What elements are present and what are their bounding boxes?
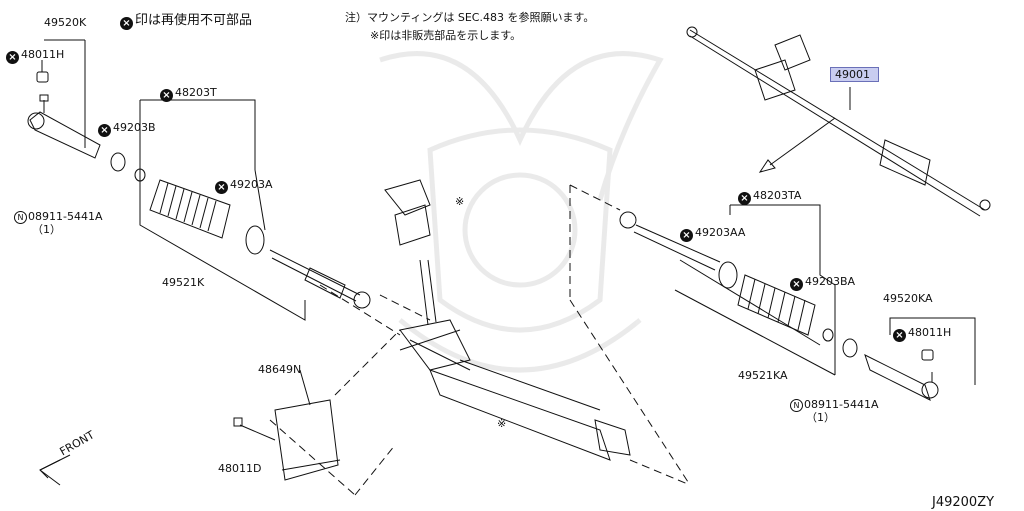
part-label-48011D[interactable]: 48011D	[218, 462, 262, 475]
note-line-1: 注）マウンティングは SEC.483 を参照願います。	[345, 11, 595, 24]
n-mark-icon: N	[790, 399, 803, 412]
n-mark-icon: N	[14, 211, 27, 224]
tie-rod-end-left	[27, 39, 146, 182]
non-reusable-icon: ×	[98, 124, 111, 137]
part-label-48203TA[interactable]: ×48203TA	[738, 190, 801, 205]
front-arrow-icon	[39, 454, 71, 486]
part-label-48011H-left[interactable]: ×48011H	[6, 49, 64, 64]
part-label-48011H-right[interactable]: ×48011H	[893, 327, 951, 342]
non-reusable-icon: ×	[738, 192, 751, 205]
part-label-49203BA[interactable]: ×49203BA	[790, 276, 855, 291]
rack-assembly-topright	[686, 26, 991, 217]
note-line-2: ※印は非販売部品を示します。	[370, 29, 522, 42]
non-reusable-icon: ×	[160, 89, 173, 102]
mount-bracket	[233, 369, 341, 481]
part-label-49203AA[interactable]: ×49203AA	[680, 227, 745, 242]
part-label-49001[interactable]: 49001	[830, 67, 879, 82]
part-label-48649N[interactable]: 48649N	[258, 363, 302, 376]
part-label-49520KA[interactable]: 49520KA	[883, 292, 933, 305]
non-reusable-icon: ×	[6, 51, 19, 64]
non-reusable-icon: ×	[893, 329, 906, 342]
part-label-49521KA[interactable]: 49521KA	[738, 369, 788, 382]
steering-rack-center	[384, 179, 631, 461]
non-reusable-icon: ×	[680, 229, 693, 242]
legend: ×印は再使用不可部品	[120, 13, 252, 30]
right-components	[619, 211, 976, 401]
non-reusable-icon: ×	[120, 17, 133, 30]
boot-left	[149, 179, 265, 255]
left-bracket-box	[139, 99, 306, 321]
part-label-49521K[interactable]: 49521K	[162, 276, 205, 289]
legend-text: 印は再使用不可部品	[135, 13, 253, 28]
non-reusable-icon: ×	[790, 278, 803, 291]
dashed-leaders	[269, 184, 691, 496]
part-label-49203B[interactable]: ×49203B	[98, 122, 156, 137]
non-sale-mark: ※	[455, 195, 465, 208]
diagram-code: J49200ZY	[932, 495, 995, 510]
non-sale-mark: ※	[497, 417, 507, 430]
inner-tie-rod-left	[269, 249, 371, 309]
part-label-49203A[interactable]: ×49203A	[215, 179, 273, 194]
qty-08911-right: （1）	[806, 411, 835, 424]
non-reusable-icon: ×	[215, 181, 228, 194]
qty-08911-left: （1）	[32, 223, 61, 236]
part-label-48203T[interactable]: ×48203T	[160, 87, 217, 102]
watermark-emblem	[379, 51, 664, 373]
part-label-49520K[interactable]: 49520K	[44, 16, 87, 29]
